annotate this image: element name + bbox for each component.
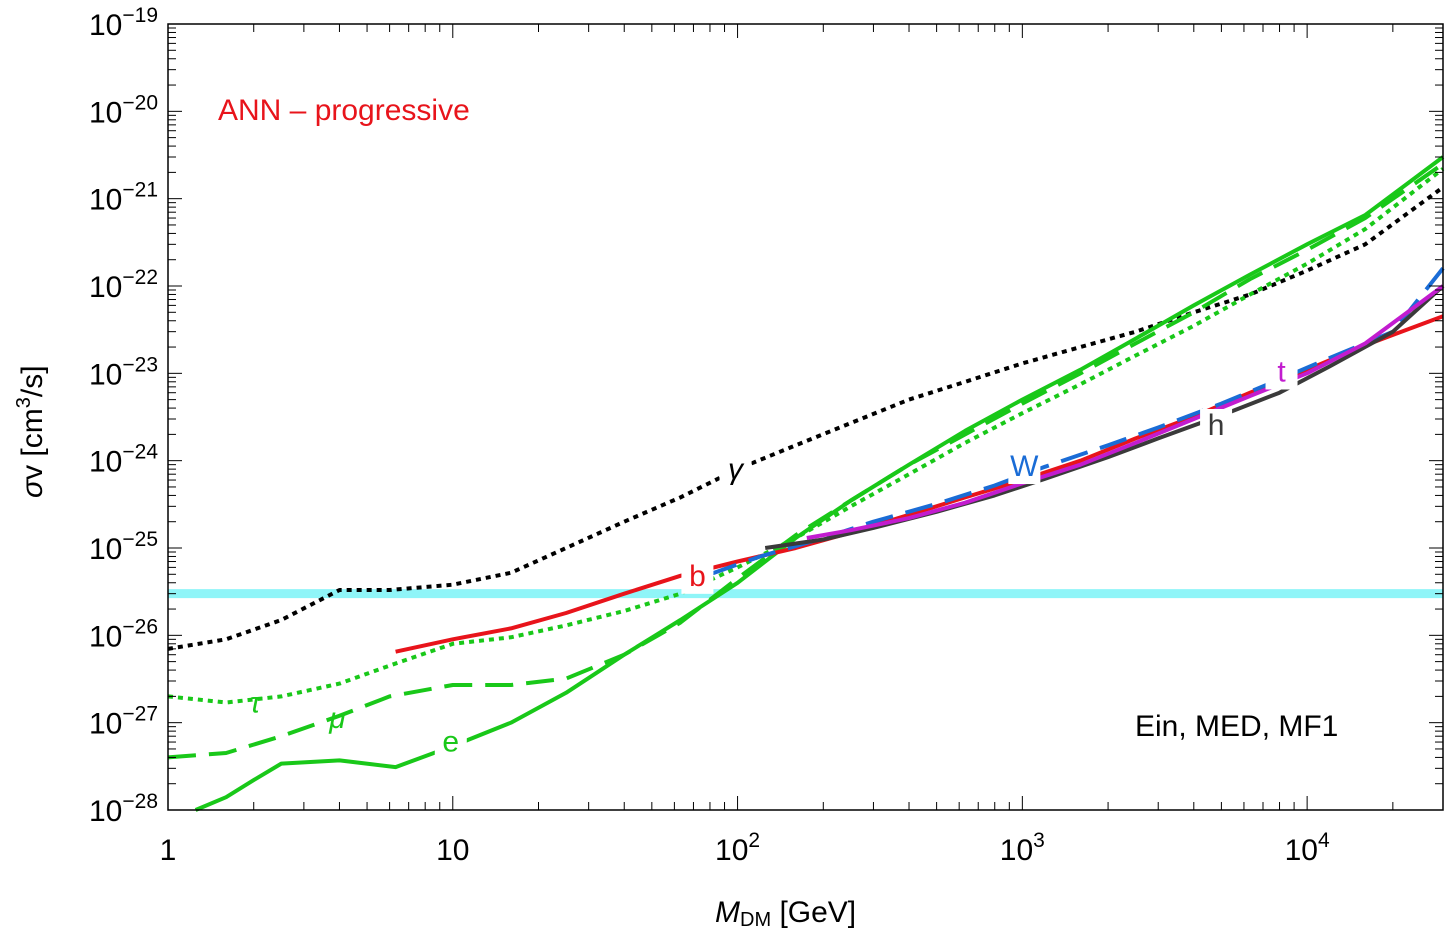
series-label-bg-h [1200,408,1233,443]
series-line-h [764,284,1445,550]
y-tick-label: 10−24 [89,441,158,479]
series-label-bg-b [681,559,714,594]
x-tick-label: 102 [715,829,760,867]
y-tick-label: 10−26 [89,615,158,653]
x-axis-label: MDM [GeV] [715,896,856,931]
series-layer [167,155,1445,812]
series-label-b: b [689,560,706,593]
plot-border [167,23,1444,811]
series-label-t: t [1277,355,1286,388]
y-tick-label: 10−23 [89,353,158,391]
series-label-bg-W [1008,450,1041,485]
x-tick-label: 103 [1000,829,1045,867]
series-label-τ: τ [250,687,263,720]
series-label-μ: μ [328,702,345,735]
tick-labels: 1 10 102 103 104 10−28 10−27 10−26 10−25 10−24 10−… [89,4,1330,867]
series-labels: γ τ μ e b Wh t [250,355,1298,760]
series-line-t [806,284,1445,540]
y-tick-label: 10−22 [89,266,158,304]
x-tick-label: 104 [1285,829,1330,867]
series-line-b [395,314,1444,654]
series-line-τ [167,167,1445,705]
series-line-e [194,155,1445,812]
y-tick-label: 10−20 [89,91,158,129]
series-label-bg-γ [719,453,752,488]
series-line-γ [167,185,1445,651]
plot-frame [167,23,1444,811]
series-label-bg-e [434,725,467,760]
series-line-W [709,266,1445,577]
series-label-γ: γ [728,453,745,486]
series-label-bg-t [1265,355,1298,390]
series-label-W: W [1010,450,1039,483]
y-tick-label: 10−27 [89,703,158,741]
annotation-ann-progressive: ANN – progressive [218,94,470,127]
series-label-e: e [442,725,459,758]
y-tick-label: 10−25 [89,528,158,566]
y-tick-label: 10−21 [89,179,158,217]
annotation-profile: Ein, MED, MF1 [1135,710,1338,743]
y-axis-label: σv [cm3/s] [13,365,49,498]
series-line-μ [167,162,1445,760]
x-tick-label: 10 [436,834,469,867]
tick-marks [167,23,1444,811]
y-tick-label: 10−28 [89,790,158,828]
series-label-h: h [1208,409,1225,442]
x-tick-label: 1 [160,834,177,867]
y-tick-label: 10−19 [89,4,158,42]
